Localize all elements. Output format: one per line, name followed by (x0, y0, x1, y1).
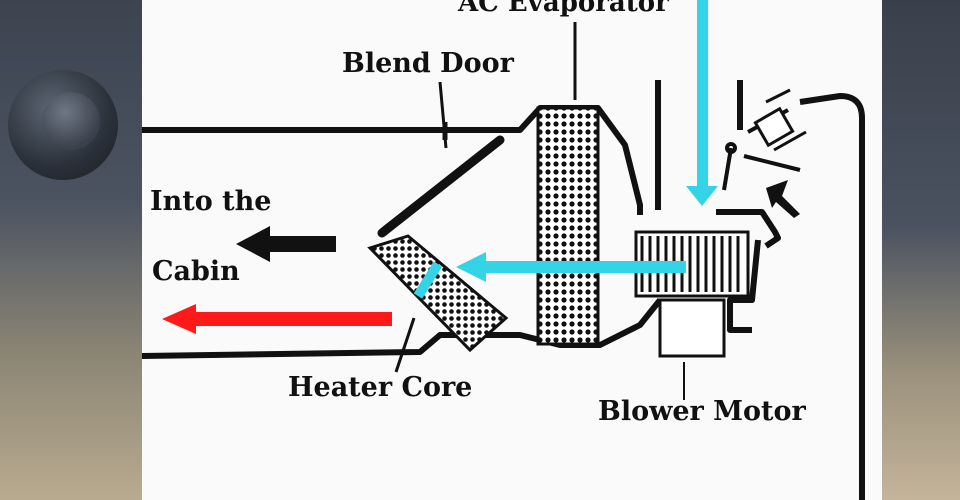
background-dashboard-right (882, 0, 960, 500)
dashboard-knob-cap (42, 92, 100, 150)
fresh-air-arrow-icon (766, 180, 800, 218)
heater-core (367, 234, 509, 353)
cold-air-through-core (413, 261, 443, 299)
blower-motor-housing (658, 298, 726, 358)
blower-motor-label: Blower Motor (598, 396, 806, 427)
cabin-air-arrow (236, 226, 336, 262)
cabin-label: Cabin (152, 256, 240, 287)
hot-air-arrow (162, 304, 392, 334)
into-the-label: Into the (150, 186, 272, 217)
cold-air-down-arrow (686, 0, 718, 206)
background-dashboard-left (0, 0, 142, 500)
ac-evaporator-core (536, 106, 600, 346)
blend-door-label: Blend Door (342, 48, 514, 79)
heater-core-label: Heater Core (288, 372, 473, 403)
cold-air-left-arrow (456, 252, 686, 282)
actuator-icon (753, 88, 807, 152)
ac-evaporator-label: AC Evaporator (458, 0, 669, 18)
blend-door (377, 135, 505, 238)
heater-core-leader (394, 317, 416, 373)
